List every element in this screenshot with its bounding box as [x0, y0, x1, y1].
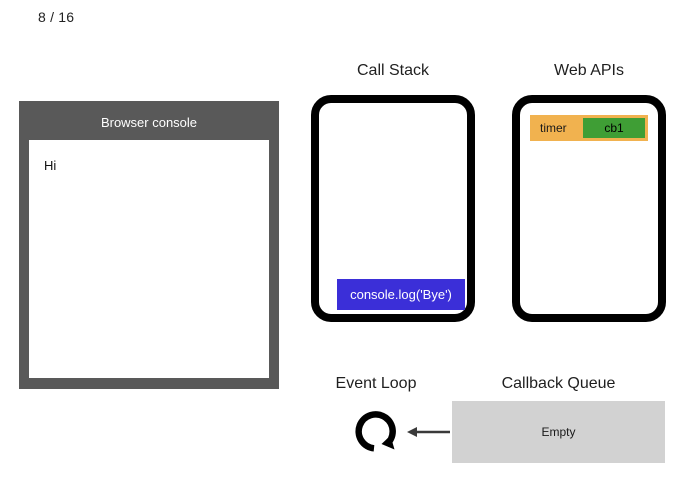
- call-stack-frame: console.log('Bye'): [337, 279, 465, 310]
- callback-queue-status: Empty: [541, 425, 576, 439]
- web-apis-heading: Web APIs: [554, 62, 624, 79]
- web-api-task: timer cb1: [530, 115, 648, 141]
- call-stack-container: console.log('Bye'): [311, 95, 475, 322]
- console-log-line: Hi: [44, 158, 57, 173]
- web-apis-container: timer cb1: [512, 95, 666, 322]
- web-api-callback-chip: cb1: [583, 118, 645, 138]
- web-api-task-label: timer: [540, 121, 567, 135]
- call-stack-heading: Call Stack: [356, 62, 430, 79]
- callback-queue-container: Empty: [452, 401, 665, 463]
- callback-queue-heading: Callback Queue: [501, 375, 616, 392]
- browser-console-output: Hi: [29, 140, 269, 378]
- event-loop-heading: Event Loop: [335, 375, 417, 392]
- browser-console-panel: Browser console Hi: [19, 101, 279, 389]
- circular-arrow-icon: [355, 411, 396, 452]
- slide-counter: 8 / 16: [38, 9, 75, 25]
- arrow-left-icon: [407, 427, 450, 437]
- browser-console-title: Browser console: [100, 115, 198, 130]
